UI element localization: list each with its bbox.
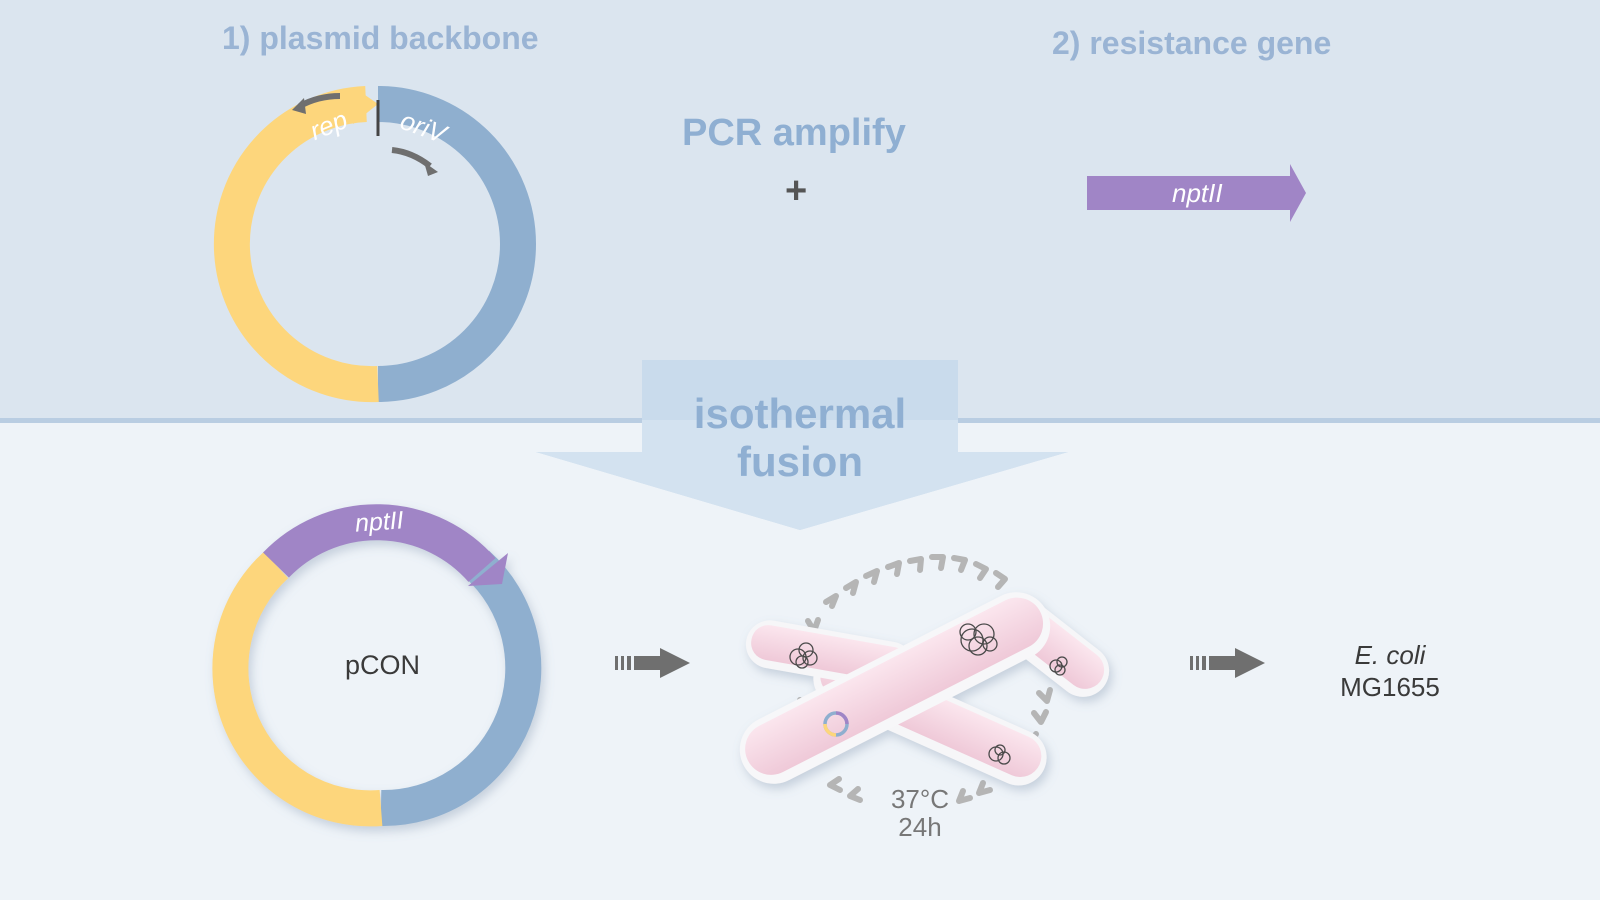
- fusion-label-line2: fusion: [737, 438, 863, 485]
- backbone-plasmid: [213, 86, 536, 403]
- pcon-nptii-label: nptII: [354, 506, 405, 538]
- rep-arrowhead: [353, 88, 378, 124]
- nptii-gene-label: nptII: [1172, 178, 1223, 208]
- pcr-label: PCR amplify: [682, 112, 906, 154]
- arrow-to-host: [1190, 648, 1265, 678]
- chromosome-icons: [789, 623, 1068, 765]
- incubation-temperature: 37°C: [890, 784, 950, 814]
- cell-front-long: [739, 592, 1051, 784]
- host-strain: MG1655: [1340, 672, 1440, 702]
- oriv-segment: [377, 86, 536, 402]
- ecoli-cells: [739, 592, 1110, 786]
- pcon-yellow-segment: [212, 551, 383, 827]
- rep-segment: [213, 86, 379, 403]
- incubation-time: 24h: [898, 812, 942, 842]
- pcon-nptii-arrowhead: [468, 553, 508, 586]
- arrow-to-cells: [615, 648, 690, 678]
- resistance-gene-title: 2) resistance gene: [1052, 25, 1332, 61]
- host-species: E. coli: [1354, 640, 1426, 670]
- pcon-blue-segment: [380, 550, 542, 827]
- plus-sign: +: [785, 170, 808, 212]
- backbone-title: 1) plasmid backbone: [222, 20, 539, 56]
- fusion-label-line1: isothermal: [693, 390, 907, 437]
- nptii-gene-arrow: [1087, 164, 1306, 222]
- pcon-name: pCON: [345, 650, 421, 680]
- pcon-plasmid: [212, 504, 542, 827]
- pcon-nptii-segment: [263, 504, 496, 583]
- primer-forward-icon: [391, 147, 432, 169]
- plasmid-in-cell-icon: [823, 711, 849, 737]
